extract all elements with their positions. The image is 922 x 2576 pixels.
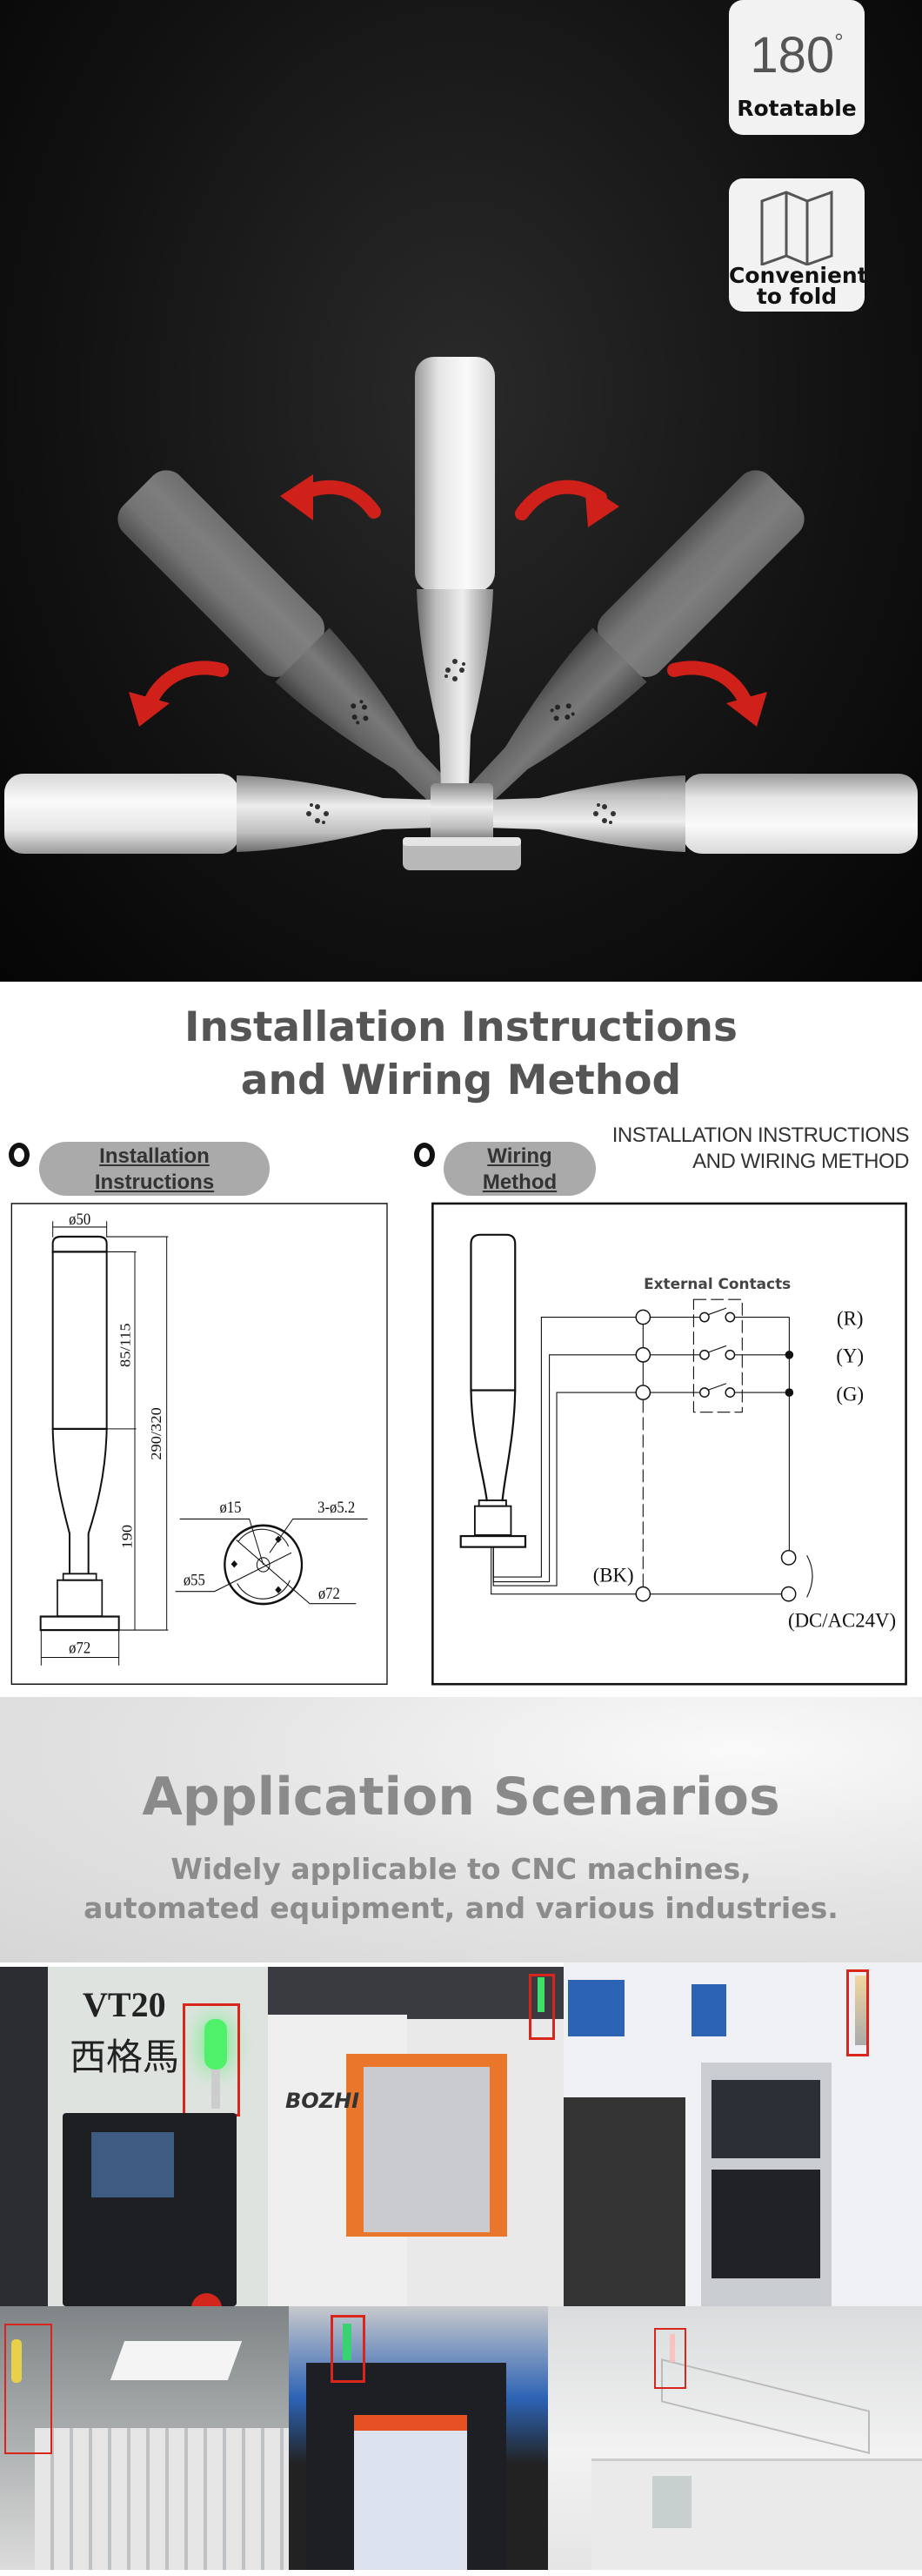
- wiring-pill-label: Wiring Method: [444, 1142, 596, 1196]
- foldable-badge: Convenient to fold: [729, 178, 868, 312]
- photo-text-machine-brand: BOZHI: [285, 2089, 360, 2113]
- hero-banner: 180° Rotatable Convenient to fold: [0, 0, 922, 982]
- bullet-ring-icon: [9, 1143, 30, 1167]
- lamp-horizontal-left: [4, 774, 435, 854]
- wire-yellow-label: (Y): [836, 1345, 864, 1366]
- photo-smart-terminal: [289, 2306, 548, 2570]
- power-supply-label: (DC/AC24V): [788, 1609, 896, 1631]
- applications-title: Application Scenarios: [142, 1767, 780, 1828]
- photo-equipment-cage: [0, 2306, 289, 2570]
- lamp-highlight-box: [183, 2003, 240, 2116]
- rotatable-badge: 180° Rotatable: [729, 0, 865, 135]
- photo-cnc-lathe: [564, 1962, 922, 2306]
- lamp-base: [403, 783, 521, 870]
- title-line1: Installation Instructions: [184, 1003, 738, 1051]
- pill-line2: Instructions: [94, 1171, 215, 1194]
- foldable-label-line1: Convenient: [729, 263, 868, 288]
- pill-line1: Wiring: [487, 1144, 552, 1168]
- wire-green-label: (G): [836, 1384, 864, 1405]
- applications-subtitle: Widely applicable to CNC machines, autom…: [0, 1849, 922, 1928]
- dim-center-hole: ø15: [220, 1498, 242, 1516]
- rotating-lamp-illustration: [4, 357, 918, 870]
- rotatable-label: Rotatable: [737, 96, 857, 121]
- wire-red-label: (R): [837, 1307, 863, 1329]
- photo-cnc-vt20: VT20 西格馬: [0, 1967, 268, 2306]
- installation-section-title: Installation Instructions and Wiring Met…: [0, 1001, 922, 1107]
- installation-pill-label: Installation Instructions: [39, 1142, 270, 1196]
- pill-line2: Method: [482, 1171, 558, 1194]
- dim-base-diameter: ø72: [69, 1639, 90, 1657]
- photo-factory-line: [548, 2306, 922, 2570]
- subtitle-line2: automated equipment, and various industr…: [84, 1891, 838, 1925]
- dim-upper-height: 85/115: [117, 1323, 133, 1367]
- lamp-ghost-right: [451, 462, 812, 824]
- degree-unit: °: [834, 29, 844, 55]
- wire-common-label: (BK): [593, 1565, 634, 1587]
- lamp-highlight-box: [529, 1974, 555, 2040]
- pill-line1: Installation: [99, 1144, 210, 1168]
- folded-map-icon: [760, 190, 833, 267]
- installation-dimension-drawing: ø50 85/115 290/320 190 ø72 ø15 3-ø5.2 ø5…: [10, 1203, 388, 1685]
- dim-hole-circle: ø55: [184, 1570, 205, 1588]
- applications-header-bg: [0, 1697, 922, 1962]
- dim-lower-height: 190: [119, 1525, 136, 1549]
- photo-cnc-bozhi: BOZHI: [268, 1967, 564, 2306]
- caption-line1: INSTALLATION INSTRUCTIONS: [611, 1124, 910, 1147]
- title-line2: and Wiring Method: [240, 1057, 682, 1104]
- lamp-highlight-box: [846, 1969, 869, 2056]
- wiring-caption: INSTALLATION INSTRUCTIONS AND WIRING MET…: [557, 1123, 910, 1175]
- photo-text-model: VT20: [83, 1985, 166, 2024]
- dim-mount-holes: 3-ø5.2: [317, 1498, 355, 1516]
- lamp-horizontal-right: [487, 774, 918, 854]
- rotation-value: 180: [750, 27, 835, 84]
- caption-line2: AND WIRING METHOD: [692, 1150, 909, 1173]
- lamp-highlight-box: [4, 2324, 52, 2454]
- rotate-180-icon: 180°: [729, 16, 865, 82]
- subtitle-line1: Widely applicable to CNC machines,: [170, 1852, 752, 1886]
- photo-text-brand: 西格馬: [70, 2036, 180, 2078]
- dim-plate-diameter: ø72: [318, 1584, 340, 1602]
- bullet-ring-icon: [414, 1143, 435, 1167]
- lamp-vertical: [415, 357, 495, 788]
- dim-top-diameter: ø50: [69, 1210, 90, 1228]
- foldable-label-line2: to fold: [756, 284, 838, 309]
- external-contacts-label: External Contacts: [644, 1275, 791, 1292]
- lamp-highlight-box: [331, 2315, 365, 2383]
- wiring-diagram: External Contacts (R) (Y) (G) (BK) (DC/A…: [431, 1202, 907, 1686]
- lamp-highlight-box: [654, 2328, 686, 2389]
- dim-total-height: 290/320: [148, 1407, 164, 1460]
